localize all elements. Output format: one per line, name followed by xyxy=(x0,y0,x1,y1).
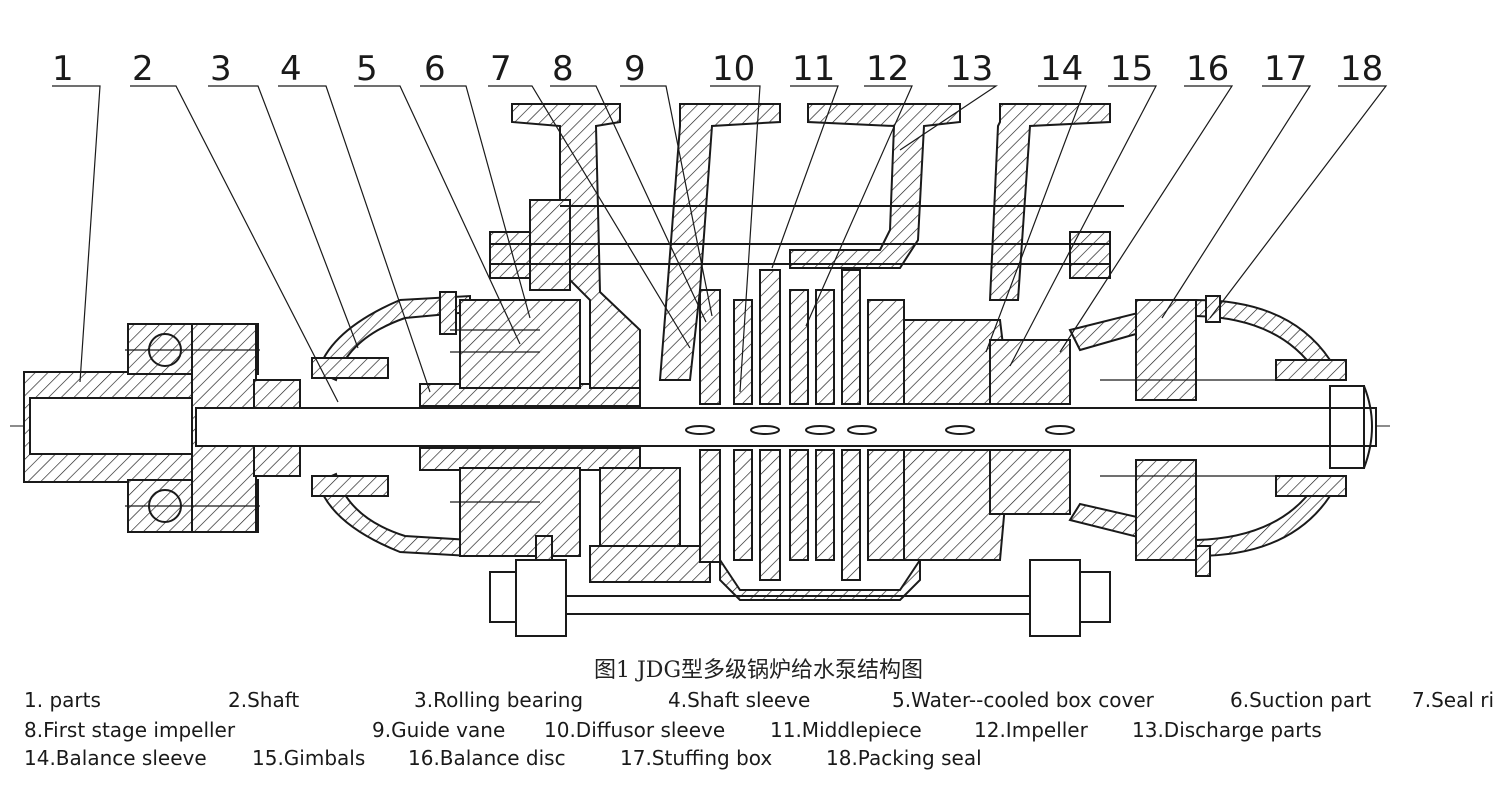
legend-item: 15.Gimbals xyxy=(252,746,366,770)
coupling xyxy=(23,323,301,533)
callout-13: 13 xyxy=(950,49,993,89)
callout-1: 1 xyxy=(52,49,74,89)
impeller-stages xyxy=(685,269,1075,601)
shaft xyxy=(195,385,1377,469)
callout-18: 18 xyxy=(1340,49,1383,89)
callout-9: 9 xyxy=(624,49,646,89)
callout-4: 4 xyxy=(280,49,302,89)
legend-item: 3.Rolling bearing xyxy=(414,688,584,712)
legend-item: 17.Stuffing box xyxy=(620,746,773,770)
legend-item: 1. parts xyxy=(24,688,101,712)
callout-14: 14 xyxy=(1040,49,1083,89)
legend-row-1: 1. parts 2.Shaft 3.Rolling bearing 4.Sha… xyxy=(0,688,1500,716)
legend-item: 14.Balance sleeve xyxy=(24,746,207,770)
callout-11: 11 xyxy=(792,49,835,89)
callout-15: 15 xyxy=(1110,49,1153,89)
legend-item: 16.Balance disc xyxy=(408,746,566,770)
callout-16: 16 xyxy=(1186,49,1229,89)
leader-lines xyxy=(52,85,1388,403)
callout-6: 6 xyxy=(424,49,446,89)
legend-item: 18.Packing seal xyxy=(826,746,982,770)
callout-8: 8 xyxy=(552,49,574,89)
figure-caption: 图1 JDG型多级锅炉给水泵结构图 xyxy=(594,658,923,683)
callout-17: 17 xyxy=(1264,49,1307,89)
legend-item: 12.Impeller xyxy=(974,718,1088,742)
legend-item: 13.Discharge parts xyxy=(1132,718,1322,742)
legend-item: 11.Middlepiece xyxy=(770,718,922,742)
callout-5: 5 xyxy=(356,49,378,89)
tie-rods xyxy=(489,205,1124,637)
legend-item: 8.First stage impeller xyxy=(24,718,236,742)
callout-2: 2 xyxy=(132,49,154,89)
callout-7: 7 xyxy=(490,49,512,89)
legend-item: 10.Diffusor sleeve xyxy=(544,718,726,742)
legend-item: 7.Seal ri xyxy=(1412,688,1495,712)
legend-row-2: 8.First stage impeller 9.Guide vane 10.D… xyxy=(0,718,1500,746)
legend-item: 9.Guide vane xyxy=(372,718,506,742)
callout-12: 12 xyxy=(866,49,909,89)
legend-item: 6.Suction part xyxy=(1230,688,1372,712)
callout-10: 10 xyxy=(712,49,755,89)
callout-labels: 1 2 3 4 5 6 7 8 9 10 11 12 13 14 15 16 1… xyxy=(52,49,1383,89)
legend-item: 5.Water--cooled box cover xyxy=(892,688,1154,712)
callout-3: 3 xyxy=(210,49,232,89)
legend-item: 2.Shaft xyxy=(228,688,300,712)
balance-and-right-housing xyxy=(989,295,1347,577)
legend-row-3: 14.Balance sleeve 15.Gimbals 16.Balance … xyxy=(0,746,1500,774)
legend-item: 4.Shaft sleeve xyxy=(668,688,811,712)
